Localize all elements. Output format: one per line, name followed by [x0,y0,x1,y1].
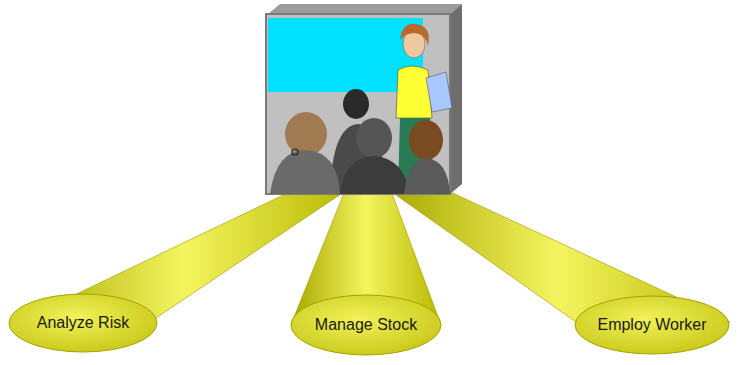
ellipse-node: Manage Stock [290,294,442,356]
node-label: Employ Worker [597,316,706,334]
ellipse-node: Analyze Risk [8,293,158,353]
node-label: Analyze Risk [37,314,129,332]
ellipse-node: Employ Worker [574,295,730,355]
framed-picture [266,4,462,194]
node-label: Manage Stock [315,316,417,334]
